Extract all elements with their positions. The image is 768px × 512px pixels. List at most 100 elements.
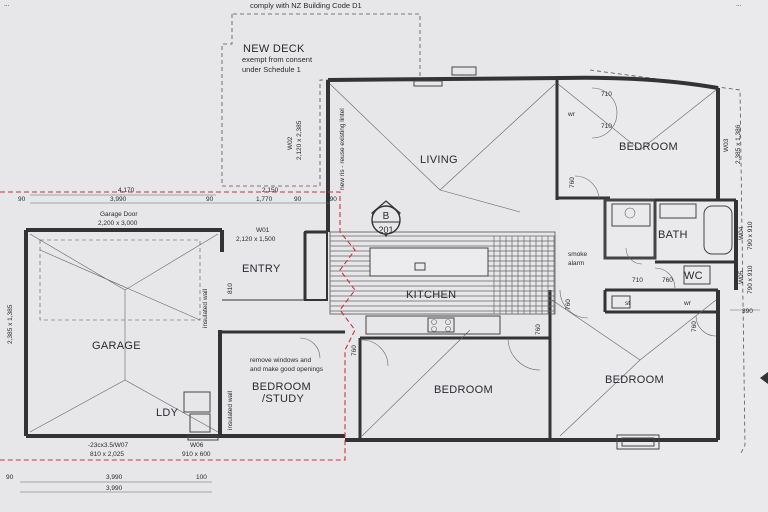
w02-label: W02 [287, 136, 294, 150]
building-code-note: comply with NZ Building Code D1 [250, 1, 362, 10]
room-entry: ENTRY [242, 263, 281, 275]
storage-cupboard [611, 295, 631, 309]
dim-3990-top: 3,990 [110, 196, 127, 203]
room-bedroom-study-1: BEDROOM [252, 381, 311, 393]
kitchen-island [369, 247, 489, 277]
w07-size: 810 x 2,025 [90, 451, 124, 458]
header-left-fragment: ... [4, 1, 10, 8]
deck-note-line1: exempt from consent [242, 55, 313, 64]
dim-90-bottom: 90 [6, 474, 14, 481]
w02-size: 2,120 x 2,385 [296, 120, 303, 160]
dim-1770: 1,770 [256, 196, 273, 203]
door-swings [299, 87, 717, 371]
window-north-box [451, 66, 477, 76]
room-kitchen: KITCHEN [406, 289, 456, 301]
dim-760-d: 760 [351, 345, 358, 356]
roof-hip-lines [29, 83, 717, 437]
new-deck: NEW DECK exempt from consent under Sched… [221, 13, 421, 187]
w01-label: W01 [256, 227, 270, 234]
header-right-fragment: ... [736, 1, 742, 8]
dim-90-b: 90 [206, 196, 214, 203]
w04-size: 790 x 910 [747, 221, 754, 250]
dim-90-c: 90 [294, 196, 302, 203]
section-marker: B 201 [371, 200, 401, 238]
paper-shade [560, 0, 768, 512]
wardrobe-label-1: wr [567, 111, 576, 118]
insulated-wall-1: insulated wall [202, 288, 209, 328]
room-garage: GARAGE [92, 340, 141, 352]
room-bedroom-nw: BEDROOM [619, 141, 678, 153]
bath-walls [603, 198, 657, 260]
remove-windows-line1: remove windows and [250, 357, 311, 364]
room-bedroom-center: BEDROOM [434, 384, 493, 396]
dim-90-a: 90 [18, 196, 26, 203]
garage-door-size: 2,200 x 3,000 [98, 220, 138, 227]
dim-710-a: 710 [601, 91, 612, 98]
dim-100: 100 [196, 474, 207, 481]
room-bedroom-se: BEDROOM [605, 374, 664, 386]
annotations: wr wr st smoke alarm insulated wall insu… [202, 108, 692, 430]
room-laundry: LDY [156, 407, 179, 419]
w01-size: 2,120 x 1,500 [236, 236, 276, 243]
w07-label: -23cx3.5/W07 [88, 442, 128, 449]
smoke-alarm-line2: alarm [568, 260, 584, 267]
insulated-wall-2: insulated wall [227, 390, 234, 430]
room-living: LIVING [420, 154, 458, 166]
room-bath: BATH [658, 229, 688, 241]
dim-3990-b1: 3,990 [106, 474, 123, 481]
window-bedroom-south [616, 434, 660, 450]
section-number: 201 [378, 225, 393, 235]
garage-side-dim: 2,385 x 1,385 [7, 304, 14, 344]
kitchen-bench [304, 231, 556, 335]
w06-label: W06 [190, 442, 204, 449]
dim-760-c: 760 [535, 324, 542, 335]
laundry-machine [183, 391, 211, 413]
deck-note-line2: under Schedule 1 [242, 65, 301, 74]
w03-label: W03 [723, 138, 730, 152]
shower [611, 203, 651, 227]
w05-size: 790 x 910 [747, 265, 754, 294]
room-labels: LIVING BEDROOM BATH WC ENTRY KITCHEN GAR… [92, 141, 703, 419]
dim-290: 290 [326, 196, 337, 203]
dim-2150: 2,150 [262, 187, 279, 194]
dimension-text: 90 4,170 3,990 90 2,150 1,770 90 290 Gar… [6, 91, 754, 492]
dim-760-wc: 760 [662, 277, 673, 284]
dim-760-b: 760 [565, 299, 572, 310]
dim-810: 810 [227, 283, 234, 294]
section-letter: B [383, 211, 390, 222]
dim-760-a: 760 [569, 177, 576, 188]
dim-760-e: 760 [691, 321, 698, 332]
cooktop [427, 317, 455, 333]
storage-label: st [625, 300, 630, 307]
entry-cupboard [304, 231, 328, 301]
garage-door-label: Garage Door [100, 211, 138, 218]
scope-boundary [0, 191, 356, 461]
boundary-dashed [589, 69, 746, 456]
dim-3990-b2: 3,990 [106, 485, 123, 492]
kitchen-counter [365, 315, 501, 335]
w06-size: 910 x 600 [182, 451, 211, 458]
deck-outline [221, 13, 421, 187]
w05-label: W05 [738, 270, 745, 284]
dim-390: 390 [742, 308, 753, 315]
wc-pan [683, 265, 711, 285]
w04-label: W04 [738, 226, 745, 240]
room-wc: WC [684, 270, 703, 282]
bath-fixtures [183, 203, 733, 433]
island-sink [414, 262, 426, 271]
w03-size: 2,385 x 1,386 [735, 124, 742, 164]
window-w06 [187, 435, 219, 441]
exterior-walls [24, 75, 738, 442]
smoke-alarm-line1: smoke [568, 251, 588, 258]
dim-4170: 4,170 [118, 187, 135, 194]
dimension-lines [20, 194, 760, 493]
arrow-fragment-icon [760, 372, 768, 384]
interior-walls [222, 80, 736, 440]
dim-710-c: 710 [632, 277, 643, 284]
laundry-tub [189, 413, 211, 433]
remove-windows-line2: and make good openings [250, 366, 324, 373]
vanity [659, 203, 697, 219]
dim-710-b: 710 [601, 123, 612, 130]
garage-door-swing [39, 239, 201, 321]
